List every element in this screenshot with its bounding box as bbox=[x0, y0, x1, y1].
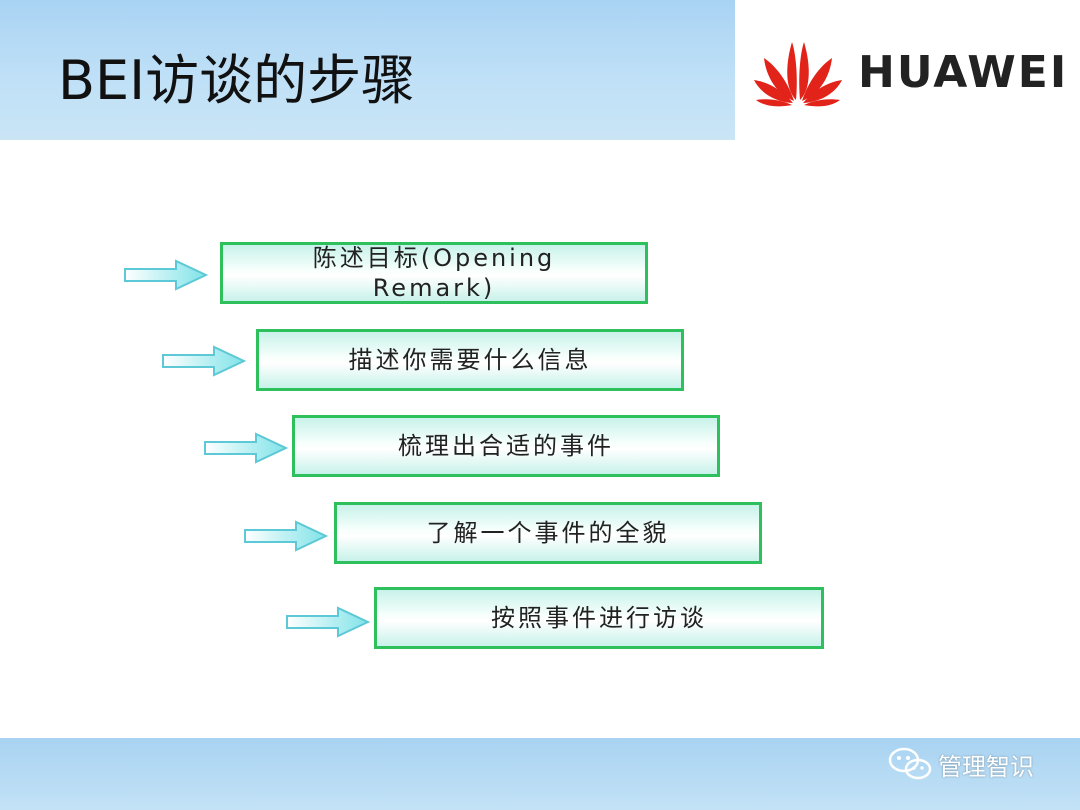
huawei-logo: HUAWEI bbox=[752, 32, 1072, 112]
step-box-3: 梳理出合适的事件 bbox=[292, 415, 720, 477]
step-box-5: 按照事件进行访谈 bbox=[374, 587, 824, 649]
step-label-5: 按照事件进行访谈 bbox=[491, 604, 707, 632]
right-arrow-icon bbox=[286, 606, 370, 638]
watermark-text: 管理智识 bbox=[938, 752, 1034, 781]
slide-title: BEI访谈的步骤 bbox=[58, 49, 416, 112]
step-label-1: 陈述目标(Opening Remark) bbox=[312, 244, 556, 302]
step-box-1: 陈述目标(Opening Remark) bbox=[220, 242, 648, 304]
step-label-2: 描述你需要什么信息 bbox=[348, 346, 592, 374]
wechat-watermark: 管理智识 bbox=[888, 746, 1034, 782]
right-arrow-icon bbox=[244, 520, 328, 552]
header-band bbox=[0, 0, 735, 140]
right-arrow-icon bbox=[124, 259, 208, 291]
step-box-4: 了解一个事件的全貌 bbox=[334, 502, 762, 564]
right-arrow-icon bbox=[162, 345, 246, 377]
huawei-petal-icon bbox=[754, 42, 842, 107]
step-label-4: 了解一个事件的全貌 bbox=[426, 519, 670, 547]
step-box-2: 描述你需要什么信息 bbox=[256, 329, 684, 391]
right-arrow-icon bbox=[204, 432, 288, 464]
logo-text: HUAWEI bbox=[858, 46, 1069, 98]
step-label-3: 梳理出合适的事件 bbox=[398, 432, 614, 460]
wechat-icon bbox=[888, 747, 932, 780]
